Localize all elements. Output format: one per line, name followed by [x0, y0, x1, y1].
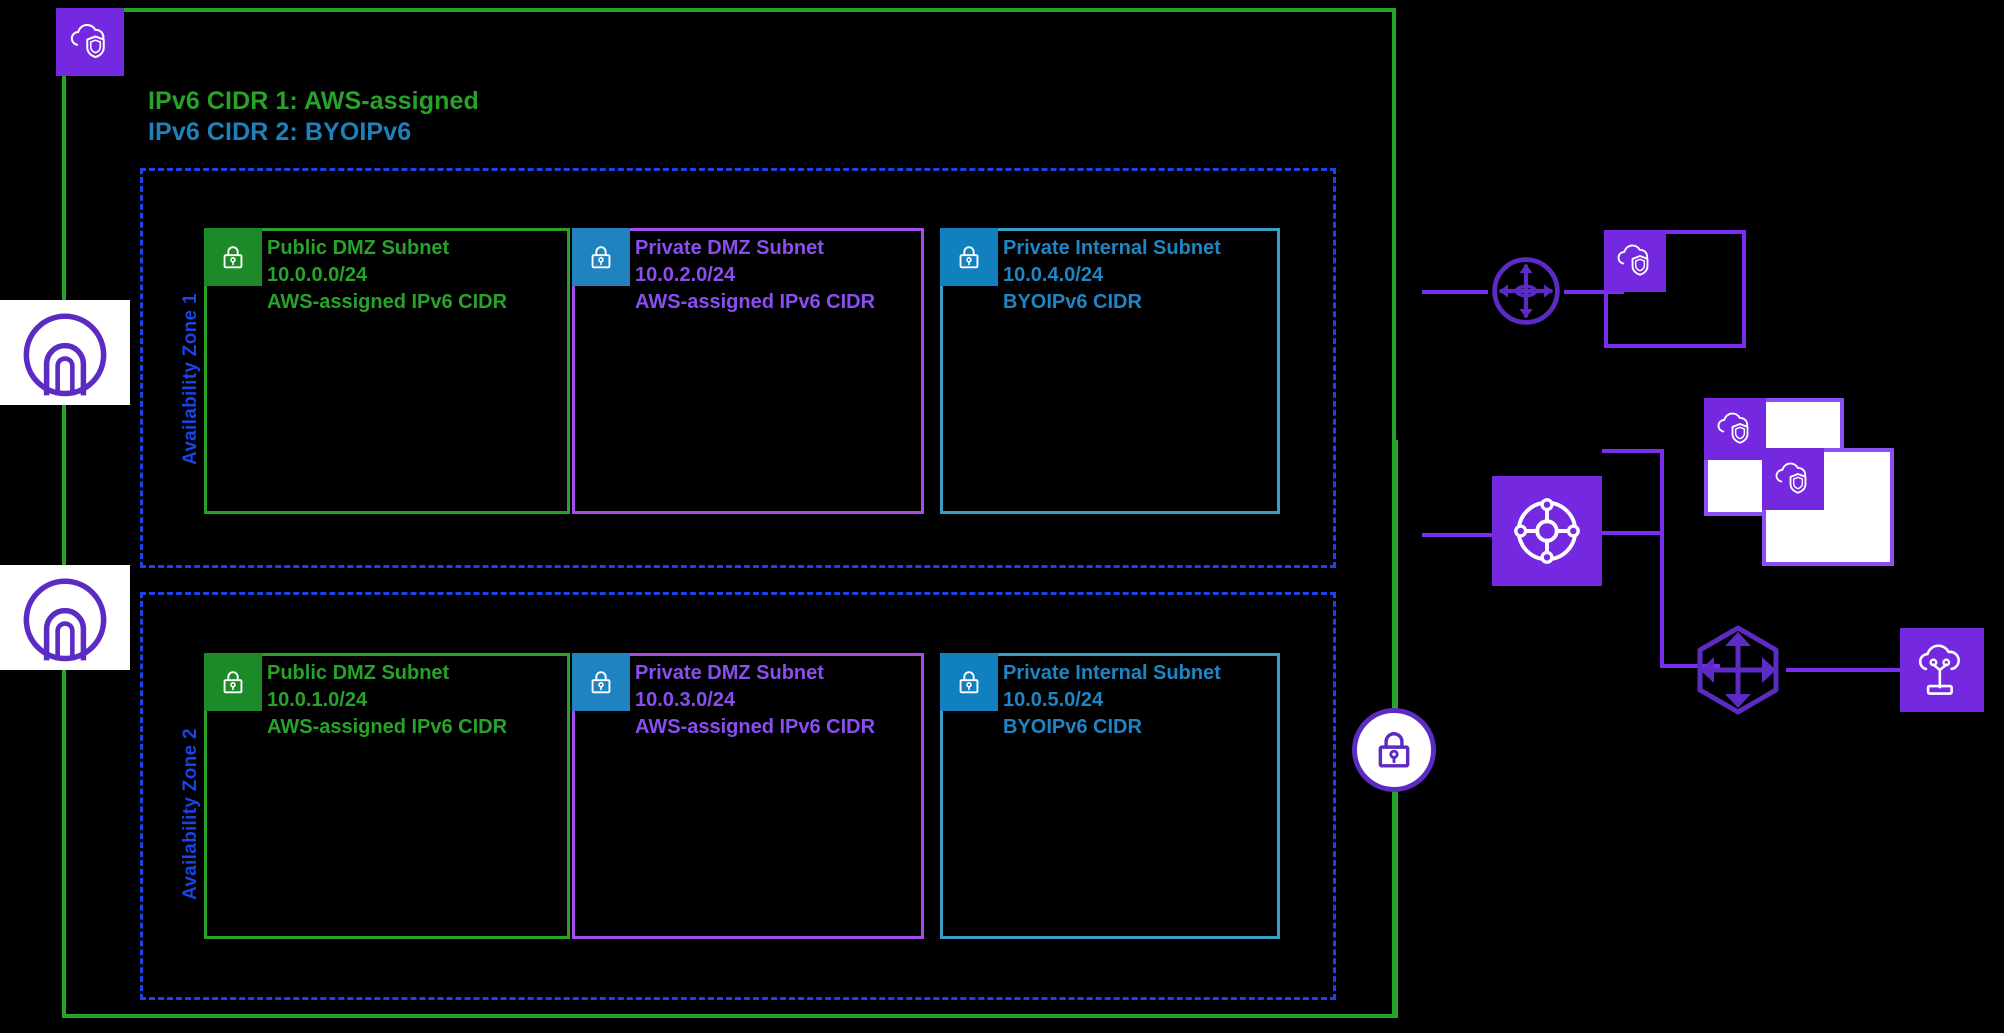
subnet-private-internal-az1[interactable]: Private Internal Subnet 10.0.4.0/24 BYOI…: [940, 228, 1280, 514]
cidr-label-1: IPv6 CIDR 1: AWS-assigned: [148, 87, 479, 115]
subnet-text-block: Private Internal Subnet 10.0.5.0/24 BYOI…: [1003, 660, 1221, 742]
subnet-text-block: Private DMZ Subnet 10.0.3.0/24 AWS-assig…: [635, 660, 875, 742]
subnet-cidr: 10.0.4.0/24: [1003, 264, 1104, 287]
subnet-cidr: 10.0.5.0/24: [1003, 689, 1104, 712]
vpc-cidr-label-group: IPv6 CIDR 1: AWS-assigned IPv6 CIDR 2: B…: [148, 86, 479, 149]
transit-gateway-link-left: [1422, 533, 1492, 537]
router-icon[interactable]: [1488, 253, 1564, 329]
vpc-peering-icon[interactable]: [1690, 622, 1786, 718]
tgw-branch-up-h: [1602, 449, 1664, 453]
subnet-name: Private DMZ Subnet: [635, 237, 824, 259]
tgw-branch-mid: [1602, 531, 1664, 535]
subnet-cidr: 10.0.1.0/24: [267, 689, 368, 712]
subnet-public-dmz-az2[interactable]: Public DMZ Subnet 10.0.1.0/24 AWS-assign…: [204, 653, 570, 939]
peering-link-right: [1786, 668, 1900, 672]
tgw-branch-up-v: [1660, 449, 1664, 533]
availability-zone-1-boundary: [140, 168, 1336, 568]
subnet-lock-icon: [204, 228, 262, 286]
subnet-lock-icon: [572, 228, 630, 286]
subnet-lock-icon: [940, 653, 998, 711]
subnet-note: BYOIPv6 CIDR: [1003, 291, 1142, 314]
subnet-lock-icon: [572, 653, 630, 711]
tgw-branch-down-h: [1660, 664, 1720, 668]
availability-zone-2-label: Availability Zone 2: [180, 728, 201, 900]
direct-connect-cloud-icon[interactable]: [1900, 628, 1984, 712]
vpc-right-connector-upper: [1394, 440, 1398, 710]
subnet-lock-icon: [940, 228, 998, 286]
subnet-text-block: Private DMZ Subnet 10.0.2.0/24 AWS-assig…: [635, 235, 875, 317]
internet-gateway-icon[interactable]: [0, 565, 130, 670]
subnet-public-dmz-az1[interactable]: Public DMZ Subnet 10.0.0.0/24 AWS-assign…: [204, 228, 570, 514]
subnet-name: Private Internal Subnet: [1003, 662, 1221, 684]
vpc-cloud-shield-icon: [1704, 398, 1766, 460]
subnet-text-block: Public DMZ Subnet 10.0.1.0/24 AWS-assign…: [267, 660, 507, 742]
subnet-note: BYOIPv6 CIDR: [1003, 716, 1142, 739]
vpn-lock-badge-icon[interactable]: [1352, 708, 1436, 792]
subnet-name: Public DMZ Subnet: [267, 662, 450, 684]
subnet-name: Private Internal Subnet: [1003, 237, 1221, 259]
subnet-note: AWS-assigned IPv6 CIDR: [267, 716, 508, 739]
subnet-note: AWS-assigned IPv6 CIDR: [267, 291, 508, 314]
subnet-private-internal-az2[interactable]: Private Internal Subnet 10.0.5.0/24 BYOI…: [940, 653, 1280, 939]
subnet-name: Public DMZ Subnet: [267, 237, 450, 259]
subnet-name: Private DMZ Subnet: [635, 662, 824, 684]
subnet-private-dmz-az2[interactable]: Private DMZ Subnet 10.0.3.0/24 AWS-assig…: [572, 653, 924, 939]
cidr-label-2: IPv6 CIDR 2: BYOIPv6: [148, 118, 412, 147]
subnet-text-block: Public DMZ Subnet 10.0.0.0/24 AWS-assign…: [267, 235, 507, 317]
router-link-left: [1422, 290, 1488, 294]
subnet-text-block: Private Internal Subnet 10.0.4.0/24 BYOI…: [1003, 235, 1221, 317]
vpc-cloud-shield-icon: [1604, 230, 1666, 292]
transit-gateway-icon[interactable]: [1492, 476, 1602, 586]
vpc-cloud-shield-icon: [56, 8, 124, 76]
subnet-private-dmz-az1[interactable]: Private DMZ Subnet 10.0.2.0/24 AWS-assig…: [572, 228, 924, 514]
tgw-branch-down-v: [1660, 531, 1664, 668]
availability-zone-1-label: Availability Zone 1: [180, 293, 201, 465]
vpc-right-connector-lower: [1394, 790, 1398, 1018]
subnet-cidr: 10.0.0.0/24: [267, 264, 368, 287]
subnet-cidr: 10.0.2.0/24: [635, 264, 736, 287]
internet-gateway-icon[interactable]: [0, 300, 130, 405]
subnet-lock-icon: [204, 653, 262, 711]
availability-zone-2-boundary: [140, 592, 1336, 1000]
subnet-note: AWS-assigned IPv6 CIDR: [635, 291, 876, 314]
vpc-cloud-shield-icon: [1762, 448, 1824, 510]
router-link-right: [1564, 290, 1624, 294]
subnet-cidr: 10.0.3.0/24: [635, 689, 736, 712]
subnet-note: AWS-assigned IPv6 CIDR: [635, 716, 876, 739]
